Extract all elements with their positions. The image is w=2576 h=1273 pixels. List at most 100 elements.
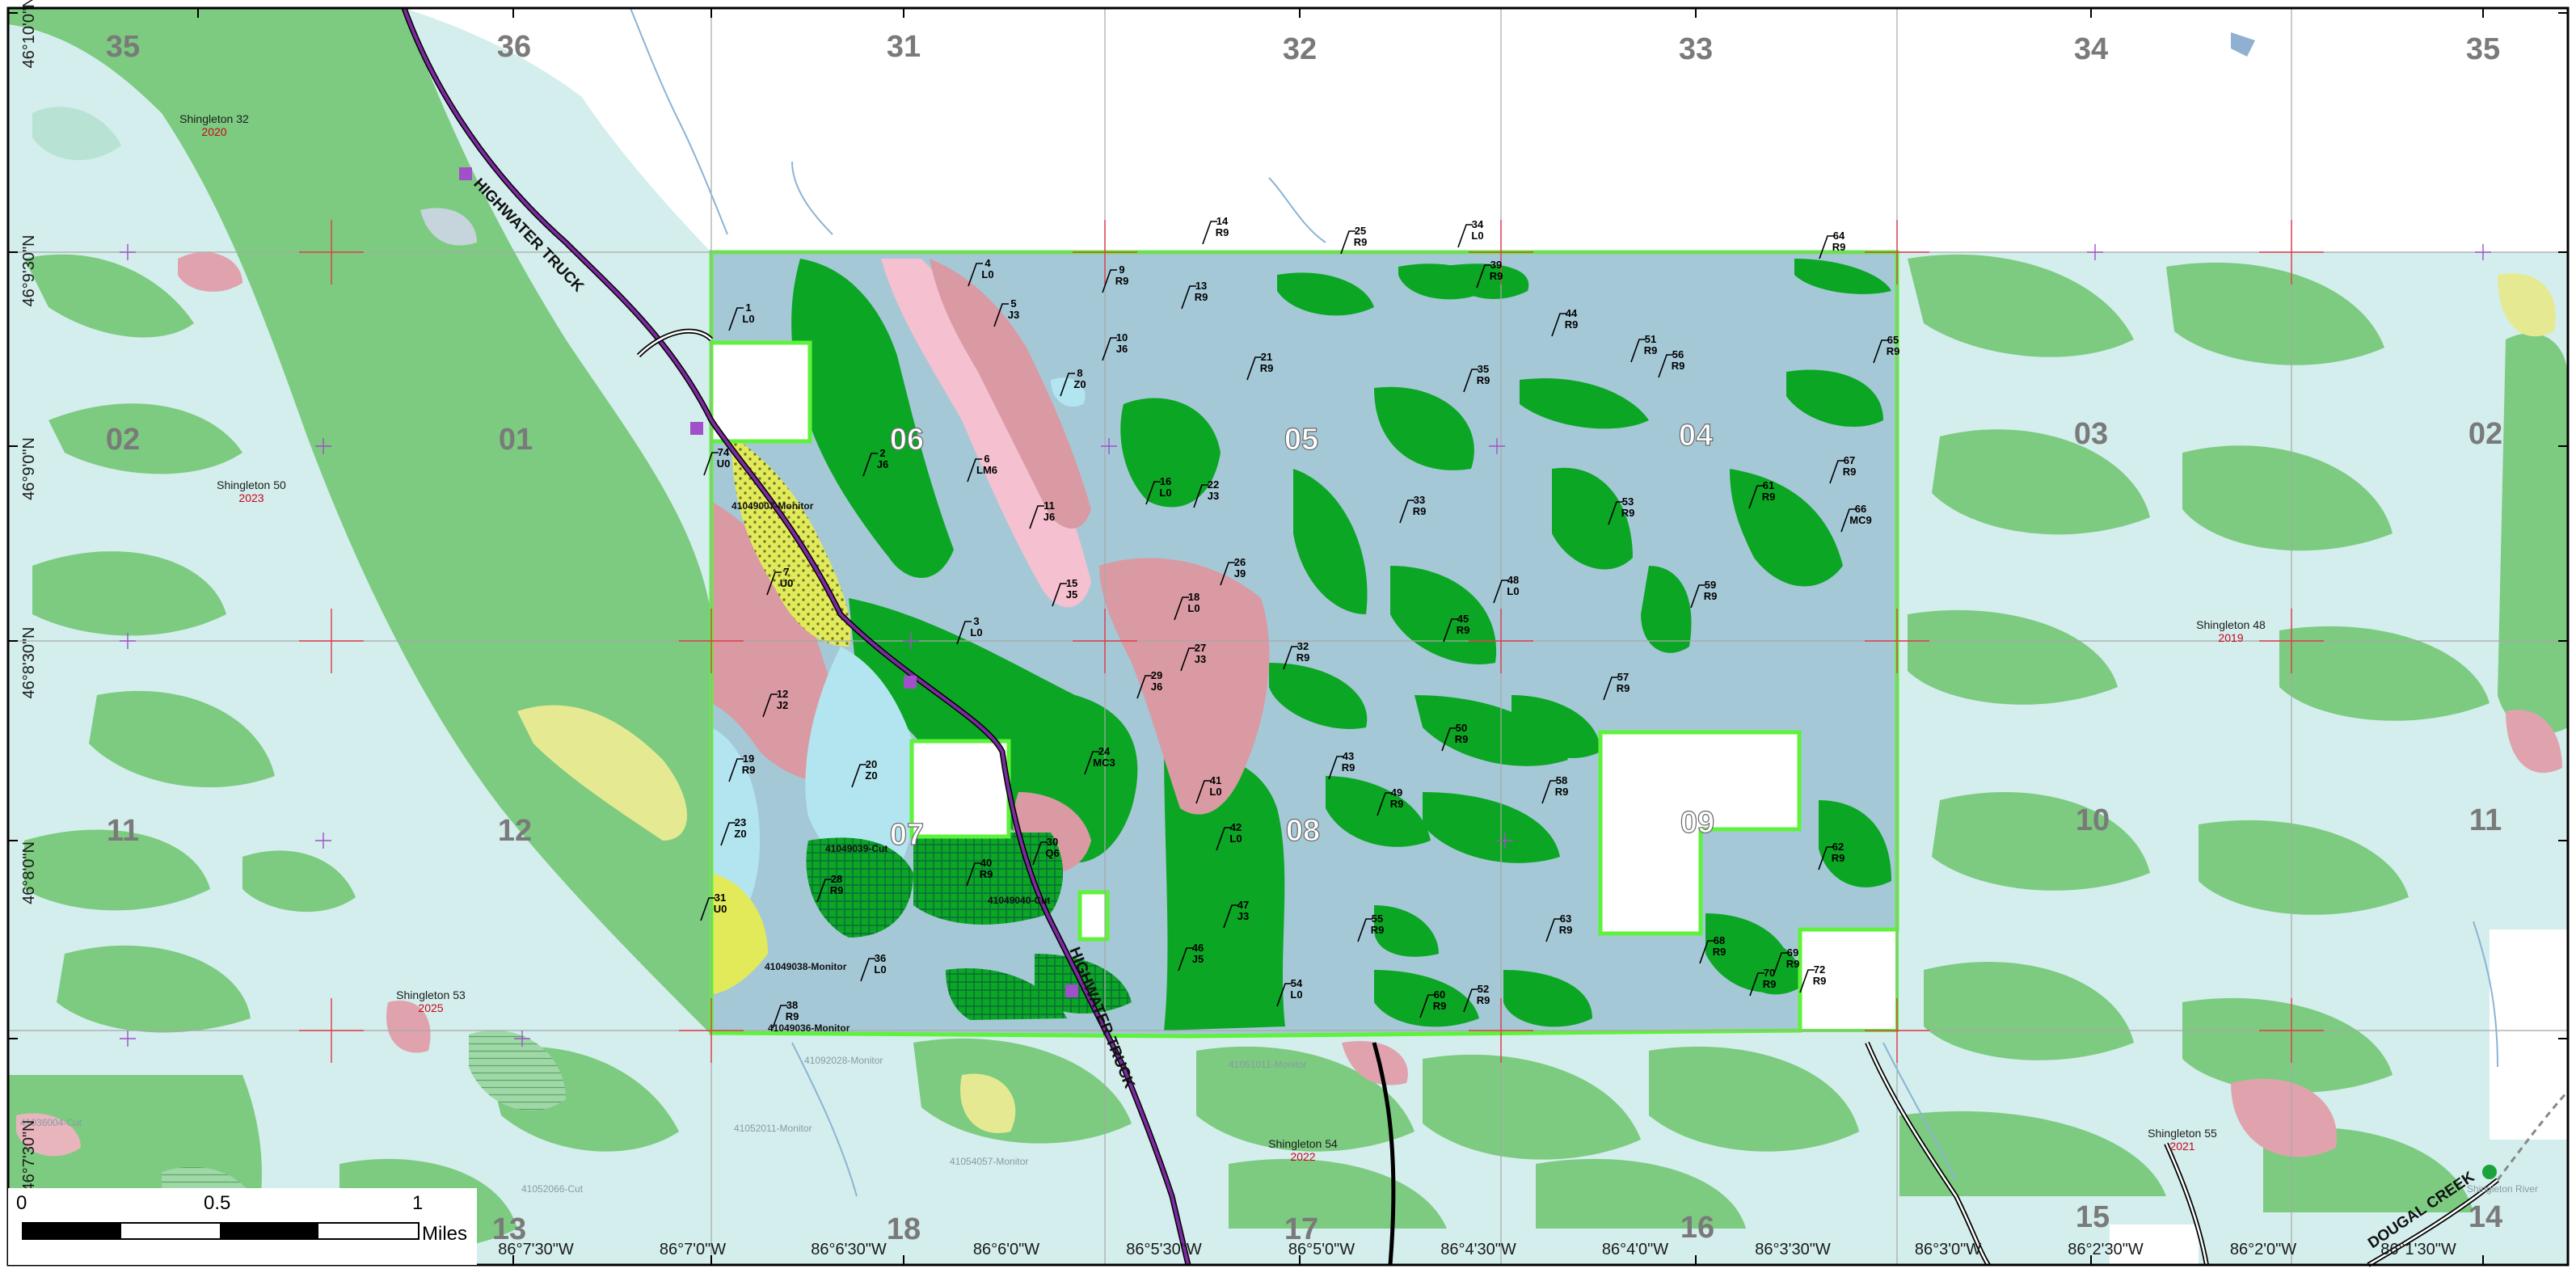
stand-label[interactable]: 9R9 [1102,263,1128,293]
treatment-tag[interactable]: 41036004-Cut [20,1117,82,1128]
campground-icon[interactable] [2482,1165,2497,1179]
treatment-tag[interactable]: 41049040-Cut [988,895,1050,906]
section-label: 14 [2468,1200,2502,1234]
treatment-tag[interactable]: 41052011-Monitor [734,1123,812,1134]
section-label: 13 [492,1212,526,1246]
treatment-tag[interactable]: 41051011-Monitor [1229,1059,1307,1070]
treatment-tag[interactable]: 41049036-Monitor [768,1022,850,1034]
treatment-tag[interactable]: 41054057-Monitor [950,1156,1028,1167]
section-label: 09 [1680,806,1714,840]
treatment-tag[interactable]: 41049007-Monitor [731,500,814,512]
stand-label[interactable]: 2J6 [862,447,888,477]
road-sign-icon[interactable] [459,167,472,180]
road-markers[interactable] [459,167,2497,1179]
study-compartment[interactable] [709,250,1899,1039]
stand-number: 48 [1507,574,1519,586]
stand-label[interactable]: 8Z0 [1060,367,1086,397]
stand-code: R9 [1763,978,1777,990]
road-sign-icon[interactable] [1065,984,1078,997]
stand-label[interactable]: 7U0 [766,566,793,596]
stand-label[interactable]: 5J3 [993,297,1019,327]
roads[interactable] [401,6,2570,1267]
road-sign-icon[interactable] [904,676,917,689]
stand-label[interactable]: 1L0 [728,301,755,331]
treatment-tag[interactable]: 41092028-Monitor [804,1055,883,1066]
stand-label[interactable]: 4L0 [968,257,994,287]
road-sign-icon[interactable] [690,422,703,435]
section-label: 04 [1679,419,1713,453]
stand-number: 27 [1195,642,1206,654]
stand-label[interactable]: 3L0 [956,615,983,645]
stand-number: 65 [1887,334,1899,346]
treatment-tag[interactable]: 41049039-Cut [825,843,887,854]
treatment-tag[interactable]: 41049038-Monitor [765,961,847,972]
treatment-tag[interactable]: 41052066-Cut [521,1183,584,1195]
longitude-label: 86°7'30"W [498,1241,574,1258]
latitude-label: 46°8'0"N [20,841,38,904]
